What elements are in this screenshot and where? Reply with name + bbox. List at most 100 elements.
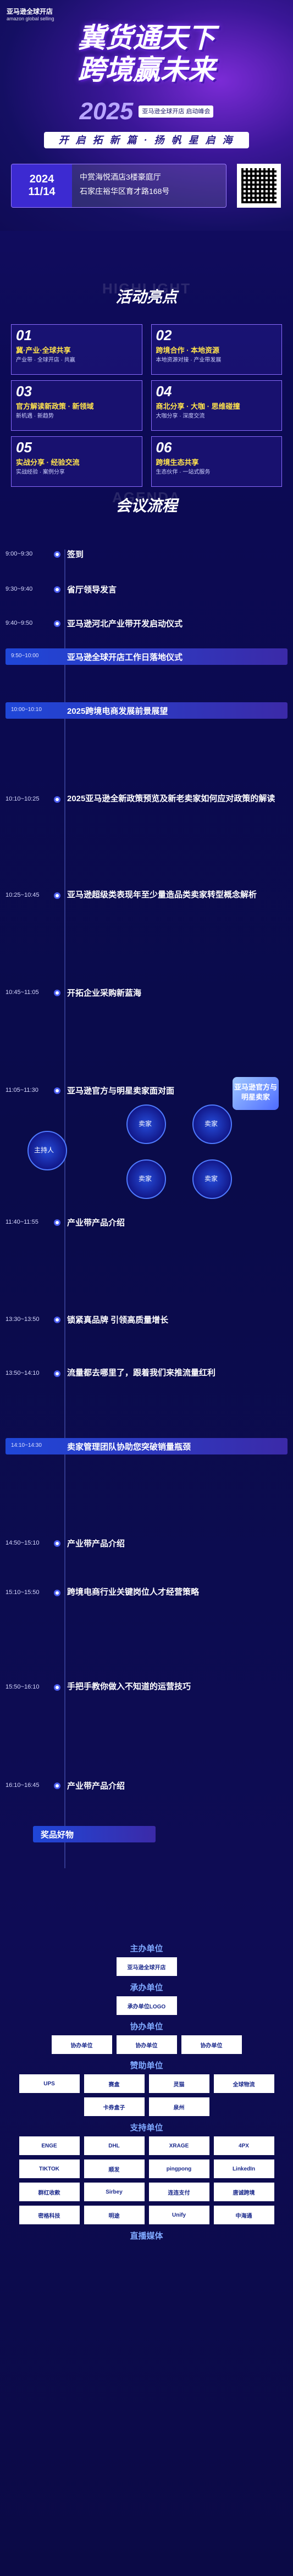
agenda-time: 11:05~11:30 — [5, 1087, 38, 1093]
agenda-item-text: 流量都去哪里了，跟着我们来推流量红利 — [67, 1368, 216, 1378]
co-logo: 协办单位 — [51, 2035, 112, 2054]
highlights-title-cn: 活动亮点 — [115, 288, 178, 306]
event-date: 2024 11/14 — [12, 164, 72, 207]
brand-logo: 亚马逊全球开店 amazon global selling — [7, 7, 54, 21]
event-info: 2024 11/14 中赏海悦酒店3楼豪庭厅 石家庄裕华区育才路168号 — [11, 164, 226, 208]
sponsor-logo: 连连支付 — [148, 2183, 209, 2201]
timeline-dot — [54, 1087, 60, 1094]
speaker-seller — [126, 1104, 166, 1144]
agenda-time: 11:40~11:55 — [5, 1219, 38, 1225]
agenda-time: 9:40~9:50 — [5, 620, 33, 626]
sponsor-logo: 泉州 — [148, 2097, 209, 2116]
timeline-dot — [54, 1783, 60, 1789]
speaker-host — [27, 1131, 67, 1170]
agenda-item-text: 省厅领导发言 — [67, 585, 117, 595]
highlight-desc: 大咖分享 · 深度交流 — [156, 413, 205, 419]
agenda-title: AGENDA 会议流程 — [0, 489, 293, 516]
timeline-dot — [54, 620, 60, 627]
sponsor-logo: pingpong — [148, 2159, 209, 2178]
sponsor-logo: UPS — [19, 2074, 80, 2093]
agenda-item-text: 签到 — [67, 550, 84, 559]
hero-title: 冀货通天下 跨境赢未来 — [0, 22, 293, 86]
speaker-label: 卖家 — [204, 1175, 218, 1182]
support-section: 赞助单位 UPS 赛盒 灵猫 全球物流 卡券盒子 泉州 — [7, 2059, 286, 2116]
undertake-label: 承办单位 — [130, 1983, 163, 1992]
agenda-time: 9:30~9:40 — [5, 586, 33, 592]
brand-subtitle: amazon global selling — [7, 16, 54, 21]
timeline-dot — [54, 1370, 60, 1377]
agenda-time: 9:00~9:30 — [5, 551, 33, 557]
timeline-dot — [54, 551, 60, 558]
highlight-number: 05 — [16, 439, 32, 456]
agenda-item-text: 手把手教你做入不知道的运营技巧 — [67, 1682, 191, 1691]
agenda-time: 10:00~10:10 — [11, 707, 42, 713]
agenda-time: 15:10~15:50 — [5, 1589, 40, 1596]
co-logo: 协办单位 — [116, 2035, 177, 2054]
timeline-dot — [54, 892, 60, 899]
host-logo: 亚马逊全球开店 — [116, 1957, 177, 1976]
agenda-time: 16:10~16:45 — [5, 1782, 40, 1789]
highlight-head: 官方解读新政策 · 新领域 — [16, 402, 94, 410]
speaker-seller — [192, 1104, 232, 1144]
support2-label: 支持单位 — [130, 2123, 163, 2133]
co-section: 协办单位 协办单位 协办单位 协办单位 — [7, 2020, 286, 2054]
agenda-time: 15:50~16:10 — [5, 1684, 40, 1690]
sponsor-logo: ENGE — [19, 2136, 80, 2155]
undertake-section: 承办单位 承办单位LOGO — [7, 1981, 286, 2015]
agenda-item-text: 亚马逊河北产业带开发启动仪式 — [67, 619, 183, 629]
agenda-time: 14:50~15:10 — [5, 1540, 40, 1546]
sponsor-logo: LinkedIn — [213, 2159, 274, 2178]
agenda-time: 13:50~14:10 — [5, 1370, 40, 1376]
speaker-label: 卖家 — [139, 1120, 152, 1128]
event-address: 石家庄裕华区育才路168号 — [80, 187, 170, 196]
agenda-item-text: 跨境电商行业关键岗位人才经营策略 — [67, 1587, 200, 1597]
event-location: 中赏海悦酒店3楼豪庭厅 石家庄裕华区育才路168号 — [72, 164, 226, 207]
agenda-item-text: 产业带产品介绍 — [67, 1539, 125, 1548]
live-label: 直播媒体 — [130, 2231, 163, 2241]
hero-slogan: 开 启 拓 新 篇 · 扬 帆 星 启 海 — [44, 132, 249, 148]
panel-bubble: 亚马逊官方与明星卖家 — [233, 1077, 279, 1110]
agenda-item-text: 产业带产品介绍 — [67, 1218, 125, 1228]
timeline-dot — [54, 1540, 60, 1547]
agenda-item-text: 亚马逊官方与明星卖家面对面 — [67, 1086, 175, 1096]
speaker-label: 卖家 — [204, 1120, 218, 1128]
sponsor-logo: 卡券盒子 — [84, 2097, 145, 2116]
co-logo: 协办单位 — [181, 2035, 242, 2054]
highlights-title: HIGHLIGHT 活动亮点 — [0, 280, 293, 307]
sponsor-logo: 群红收款 — [19, 2183, 80, 2201]
agenda-item-text: 开拓企业采购新蓝海 — [67, 989, 142, 998]
highlight-head: 商北分享 · 大咖 · 思维碰撞 — [156, 402, 240, 410]
agenda-title-en: AGENDA — [112, 489, 181, 506]
sponsor-logo: Sirbey — [84, 2183, 145, 2201]
host-section: 主办单位 亚马逊全球开店 — [7, 1942, 286, 1976]
hero-title-line1: 冀货通天下 — [78, 23, 215, 53]
timeline-dot — [54, 1219, 60, 1226]
hero-year: 2025 — [79, 98, 134, 125]
sponsor-logo: DHL — [84, 2136, 145, 2155]
timeline-dot — [54, 1590, 60, 1596]
highlight-number: 06 — [156, 439, 172, 456]
highlight-desc: 实战经验 · 案例分享 — [16, 469, 65, 475]
hero-title-line2: 跨境赢未来 — [78, 54, 215, 85]
speaker-label: 主持人 — [34, 1146, 54, 1154]
sponsor-logo: 顺发 — [84, 2159, 145, 2178]
agenda-time: 9:50~10:00 — [11, 653, 39, 659]
sponsor-logo: 唐诚跨境 — [213, 2183, 274, 2201]
highlight-desc: 本地资源对接 · 产业带发展 — [156, 357, 222, 363]
sponsor-logo: 赛盒 — [84, 2074, 145, 2093]
highlight-desc: 生态伙伴 · 一站式服务 — [156, 469, 211, 475]
agenda-highlight-bar: 10:00~10:10 2025跨境电商发展前景展望 — [5, 702, 288, 719]
co-label: 协办单位 — [130, 2022, 163, 2031]
agenda-item-text: 亚马逊全球开店工作日落地仪式 — [67, 653, 183, 662]
sponsor-logo: 中海通 — [213, 2206, 274, 2224]
sponsor-logo: 密格科技 — [19, 2206, 80, 2224]
event-venue: 中赏海悦酒店3楼豪庭厅 — [80, 173, 161, 181]
agenda-item-text: 卖家管理团队协助您突破销量瓶颈 — [67, 1442, 191, 1452]
agenda-time: 13:30~13:50 — [5, 1316, 40, 1323]
agenda-title-cn: 会议流程 — [115, 497, 178, 514]
qr-code[interactable] — [237, 164, 281, 208]
agenda-time: 10:10~10:25 — [5, 796, 40, 802]
